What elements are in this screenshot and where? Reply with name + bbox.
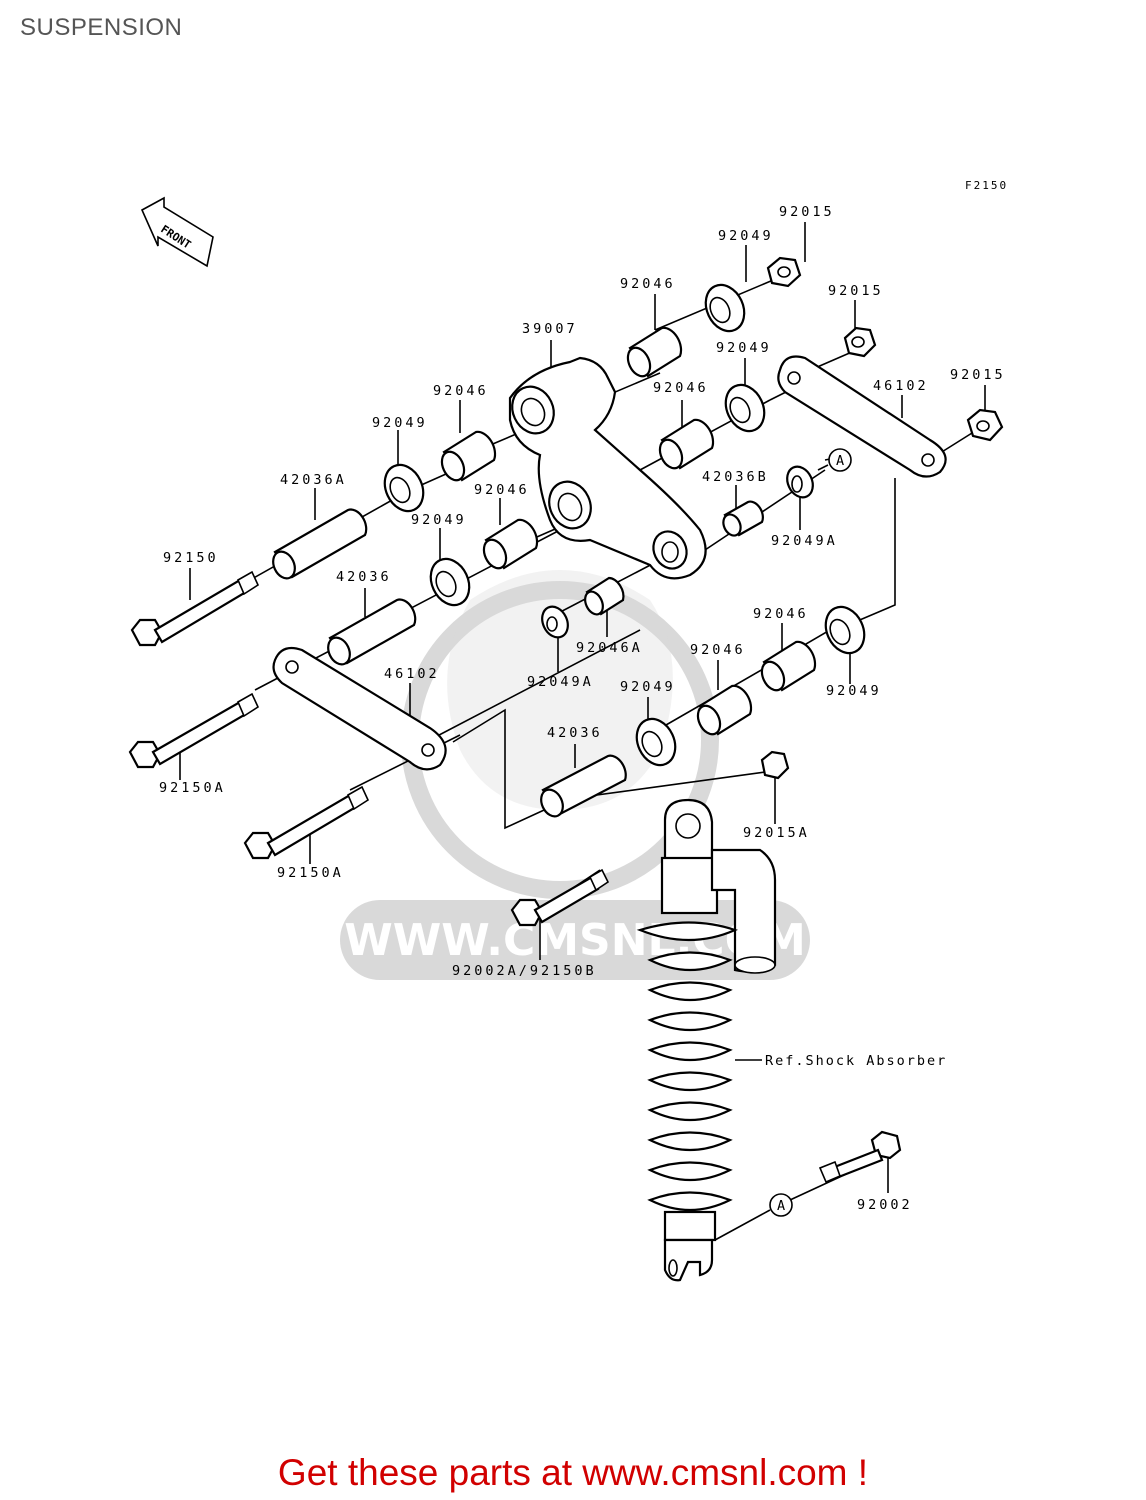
- label-92046-lower: 92046: [690, 642, 746, 658]
- bearing-92046-mid: [658, 418, 715, 470]
- bearing-92046-top: [626, 326, 683, 378]
- ref-a-marker-bottom: [769, 1193, 793, 1217]
- label-92046A: 92046A: [576, 640, 643, 656]
- bolt-92150A-left: [128, 692, 260, 769]
- label-92046-left: 92046: [433, 383, 489, 399]
- part-shapes: [128, 256, 1004, 1282]
- rocker-arm-39007: [508, 356, 707, 580]
- shock-absorber: [636, 798, 777, 1282]
- bolt-92002: [818, 1130, 902, 1184]
- figure-code: F2150: [965, 179, 1008, 192]
- label-92046-mid: 92046: [653, 380, 709, 396]
- sleeve-42036-low: [540, 754, 627, 818]
- label-92150A-low: 92150A: [277, 865, 344, 881]
- nut-92015A: [760, 750, 790, 780]
- part-labels: 92015 92049 92046 92015 39007 92049 4610…: [159, 204, 1006, 1214]
- label-92046-top: 92046: [620, 276, 676, 292]
- label-92150: 92150: [163, 550, 219, 566]
- label-92015-right: 92015: [950, 367, 1006, 383]
- tie-rod-46102-right: [777, 355, 947, 478]
- label-92046-low: 92046: [753, 606, 809, 622]
- label-92002: 92002: [857, 1197, 913, 1213]
- label-92002A-92150B: 92002A/92150B: [452, 963, 597, 979]
- label-92049-top: 92049: [718, 228, 774, 244]
- sleeve-42036B: [722, 500, 764, 537]
- bearing-92046-low: [760, 640, 817, 692]
- label-92049-center: 92049: [411, 512, 467, 528]
- label-46102-right: 46102: [873, 378, 929, 394]
- label-92049-low-right: 92049: [826, 683, 882, 699]
- bearing-92046-left: [440, 430, 497, 482]
- label-92015-top: 92015: [779, 204, 835, 220]
- bolt-92002A-92150B: [510, 868, 610, 927]
- label-92150A-left: 92150A: [159, 780, 226, 796]
- label-92049-low: 92049: [620, 679, 676, 695]
- label-ref-shock-absorber: Ref.Shock Absorber: [765, 1053, 947, 1069]
- page-title: SUSPENSION: [20, 14, 183, 41]
- label-46102-left: 46102: [384, 666, 440, 682]
- label-ref-a-bottom: A: [777, 1198, 788, 1214]
- bolt-92150: [130, 570, 260, 647]
- label-92015A: 92015A: [743, 825, 810, 841]
- sleeve-42036-left: [327, 598, 417, 666]
- label-92049A-center: 92049A: [527, 674, 594, 690]
- sleeve-42036A: [272, 508, 368, 580]
- cta-link[interactable]: Get these parts at www.cmsnl.com !: [277, 1452, 869, 1493]
- bearing-92046A: [584, 576, 625, 616]
- label-39007: 39007: [522, 321, 578, 337]
- label-92049-left: 92049: [372, 415, 428, 431]
- label-42036B: 42036B: [702, 469, 769, 485]
- watermark-logo: WWW.CMSNL.COM: [340, 570, 810, 980]
- front-arrow-icon: FRONT: [140, 196, 214, 268]
- label-92046-center: 92046: [474, 482, 530, 498]
- label-92049-mid: 92049: [716, 340, 772, 356]
- bolt-92150A-low: [243, 785, 370, 860]
- label-ref-a-top: A: [836, 453, 847, 469]
- label-42036A: 42036A: [280, 472, 347, 488]
- ref-a-marker-top: [828, 448, 852, 472]
- watermark-text: WWW.CMSNL.COM: [344, 915, 806, 966]
- label-42036-left: 42036: [336, 569, 392, 585]
- label-92049A-right: 92049A: [771, 533, 838, 549]
- bearing-92046-center: [482, 518, 539, 570]
- tie-rod-46102-left: [272, 646, 447, 771]
- label-92015-mid: 92015: [828, 283, 884, 299]
- label-42036-low: 42036: [547, 725, 603, 741]
- bearing-92046-lower: [696, 684, 753, 736]
